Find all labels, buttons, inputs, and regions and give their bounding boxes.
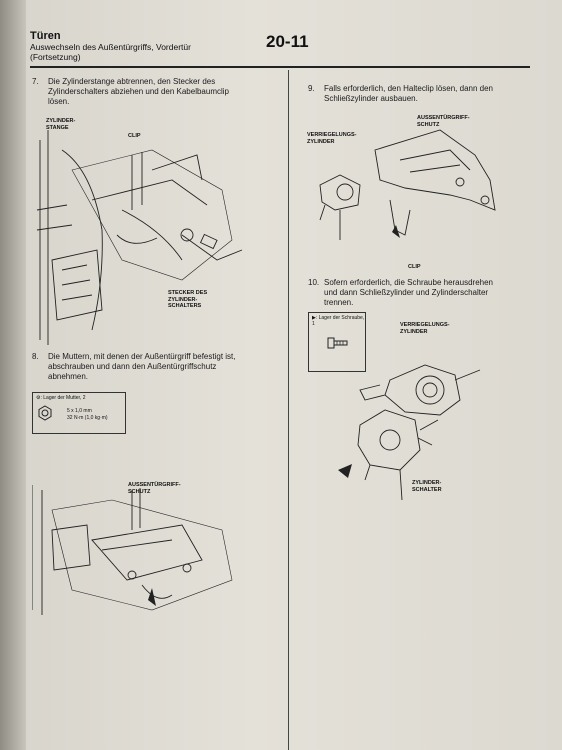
figure-door-cylinder-rod	[36, 130, 243, 345]
label-zylinderstange: ZYLINDER-STANGE	[46, 118, 76, 131]
step-line: Schließzylinder ausbauen.	[324, 94, 418, 103]
spec-box-screw: ▶: Lager der Schraube, 1	[308, 312, 366, 372]
step-10: 10. Sofern erforderlich, die Schraube he…	[308, 278, 533, 310]
step-line: abnehmen.	[48, 372, 89, 381]
page-binding-shadow	[0, 0, 26, 750]
step-7: 7. Die Zylinderstange abtrennen, den Ste…	[32, 77, 282, 109]
step-number: 10.	[308, 278, 320, 287]
step-number: 7.	[32, 77, 39, 86]
step-line: Zylinderschalters abziehen und den Kabel…	[48, 87, 229, 96]
figure-lock-cylinder-removal	[319, 129, 496, 240]
label-aussentuergriff-schutz-2: AUSSENTÜRGRIFF-SCHUTZ	[417, 115, 470, 128]
screw-icon	[327, 337, 348, 349]
label-clip: CLIP	[128, 133, 141, 139]
spec-title: ⚙: Lager der Mutter, 2	[36, 395, 86, 401]
arrow-down-icon	[392, 225, 400, 238]
arrow-down-icon	[148, 588, 156, 606]
step-8: 8. Die Muttern, mit denen der Außentürgr…	[32, 352, 282, 384]
page-subtitle: Auswechseln des Außentürgriffs, Vordertü…	[30, 42, 191, 52]
figure-cylinder-switch-separation	[338, 364, 481, 501]
label-verriegelungszylinder-2: VERRIEGELUNGS-ZYLINDER	[400, 322, 450, 335]
step-line: Die Zylinderstange abtrennen, den Stecke…	[48, 77, 216, 86]
label-verriegelungszylinder: VERRIEGELUNGS-ZYLINDER	[307, 132, 357, 145]
step-line: Die Muttern, mit denen der Außentürgriff…	[48, 352, 236, 361]
step-line: abschrauben und dann den Außentürgriffsc…	[48, 362, 217, 371]
spec-title: ▶: Lager der Schraube, 1	[312, 315, 365, 327]
label-clip-2: CLIP	[408, 264, 421, 270]
step-9: 9. Falls erforderlich, den Halteclip lös…	[308, 84, 533, 106]
continued-note: (Fortsetzung)	[30, 52, 81, 62]
nut-icon	[38, 405, 52, 421]
spec-box-nut: ⚙: Lager der Mutter, 2 5 x 1,0 mm 32 N·m…	[32, 392, 126, 434]
column-divider	[288, 70, 289, 750]
section-title: Türen	[30, 30, 61, 42]
step-line: und dann Schließzylinder und Zylindersch…	[324, 288, 489, 297]
header-rule	[30, 66, 530, 68]
spec-size: 5 x 1,0 mm	[67, 408, 92, 414]
figure-handle-protector	[32, 485, 233, 615]
step-number: 9.	[308, 84, 315, 93]
arrow-icon	[338, 464, 352, 478]
step-line: Falls erforderlich, den Halteclip lösen,…	[324, 84, 493, 93]
step-line: Sofern erforderlich, die Schraube heraus…	[324, 278, 493, 287]
step-line: trennen.	[324, 298, 354, 307]
label-aussentuergriff-schutz: AUSSENTÜRGRIFF-SCHUTZ	[128, 482, 181, 495]
step-number: 8.	[32, 352, 39, 361]
step-line: lösen.	[48, 97, 70, 106]
page-number: 20-11	[266, 32, 309, 51]
spec-torque: 32 N·m (1,0 kg·m)	[67, 415, 108, 421]
label-zylinderschalter: ZYLINDER-SCHALTER	[412, 480, 442, 493]
